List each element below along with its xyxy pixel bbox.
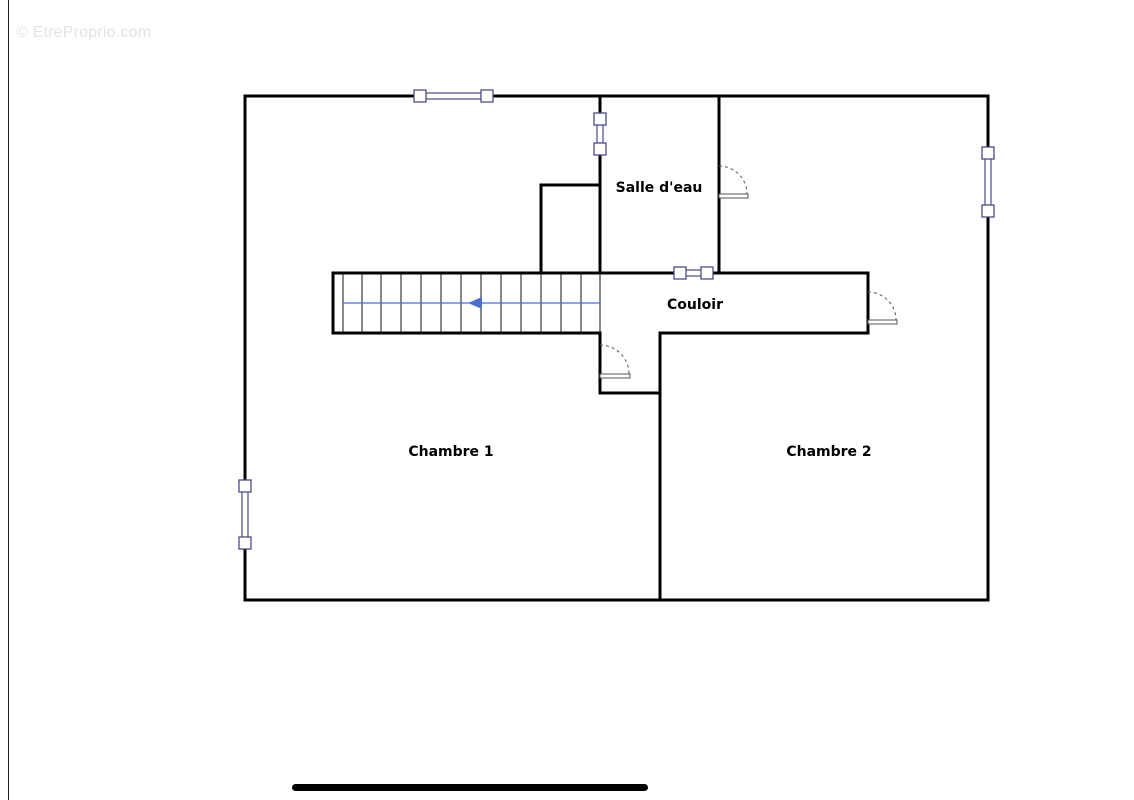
watermark: © EtreProprio.com xyxy=(16,24,152,41)
window-salle-deau xyxy=(593,112,607,156)
door-couloir-right-icon xyxy=(867,291,898,325)
left-edge-border xyxy=(0,0,9,800)
room-label-couloir: Couloir xyxy=(667,297,723,313)
stair-arrow-icon xyxy=(468,297,482,309)
door-salle-deau-icon xyxy=(718,165,749,199)
window-left-chambre1 xyxy=(238,479,252,550)
outer-walls xyxy=(243,94,990,602)
room-label-chambre-2: Chambre 2 xyxy=(786,444,871,460)
staircase xyxy=(342,273,601,333)
window-couloir-salle xyxy=(673,266,714,280)
room-label-chambre-1: Chambre 1 xyxy=(408,444,493,460)
room-label-salle-deau: Salle d'eau xyxy=(616,180,703,196)
window-top-chambre1 xyxy=(413,89,494,103)
home-indicator-bar[interactable] xyxy=(292,784,648,791)
window-right-chambre2 xyxy=(981,146,995,218)
wall-stair-enclosure xyxy=(539,183,602,275)
door-chambre1-icon xyxy=(599,344,631,379)
